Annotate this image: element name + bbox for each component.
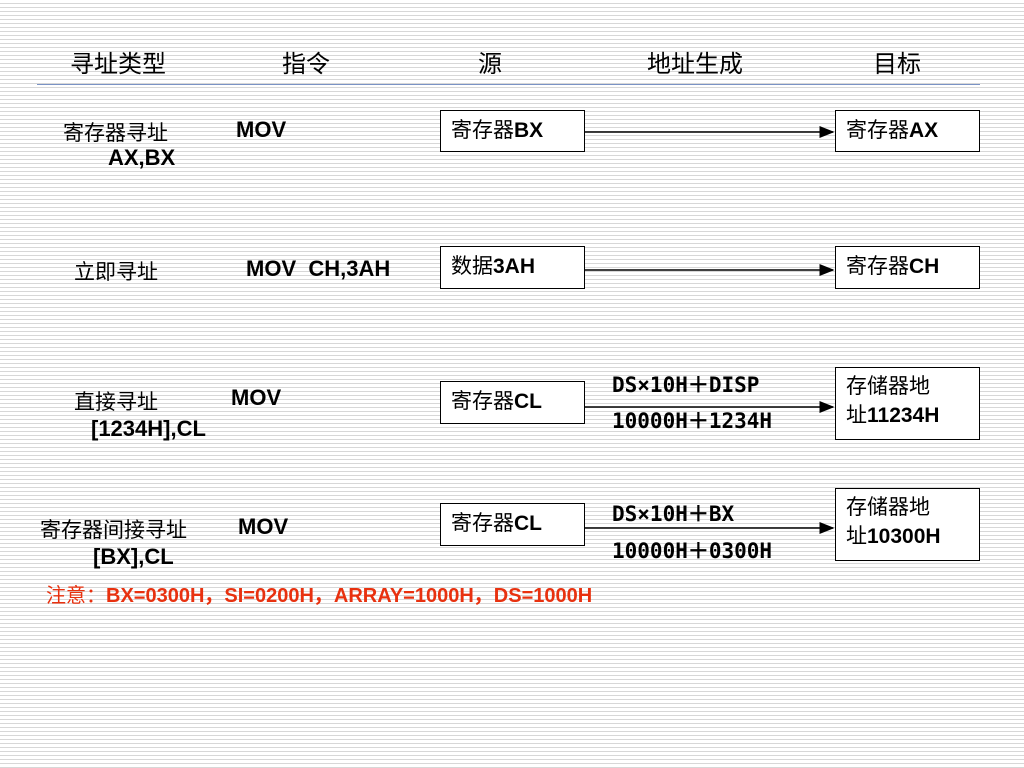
row3-addressing-type: 直接寻址 [74, 390, 158, 414]
row4-address-formula: DS×10H＋BX [612, 502, 735, 526]
header-instruction: 指令 [282, 50, 330, 78]
row2-source-cn: 数据 [451, 254, 493, 278]
row1-target-cn: 寄存器 [846, 118, 909, 142]
row2-source-box: 数据3AH [440, 246, 585, 289]
row2-target-cn: 寄存器 [846, 254, 909, 278]
row4-target-box: 存储器地址10300H [835, 488, 980, 561]
row3-instruction-line2: [1234H],CL [91, 416, 206, 441]
row4-target-line1: 存储器地 [846, 495, 930, 519]
row4-source-cn: 寄存器 [451, 511, 514, 535]
row4-addressing-type: 寄存器间接寻址 [40, 518, 187, 542]
row4-source-en: CL [514, 512, 542, 535]
row2-addressing-type: 立即寻址 [74, 260, 158, 284]
row3-source-cn: 寄存器 [451, 389, 514, 413]
row4-target-line2-en: 10300H [867, 525, 941, 548]
row3-address-calculation: 10000H＋1234H [612, 409, 773, 433]
note-text: BX=0300H，SI=0200H，ARRAY=1000H，DS=1000H [106, 585, 593, 607]
header-divider [37, 84, 980, 85]
row1-addressing-type: 寄存器寻址 [63, 121, 168, 145]
row2-target-box: 寄存器CH [835, 246, 980, 289]
header-address-generation: 地址生成 [647, 50, 743, 78]
row1-source-cn: 寄存器 [451, 118, 514, 142]
row3-source-en: CL [514, 390, 542, 413]
row4-address-calculation: 10000H＋0300H [612, 539, 773, 563]
row1-instruction-line2: AX,BX [108, 145, 176, 170]
row2-source-en: 3AH [493, 255, 536, 278]
row4-instruction-line2: [BX],CL [93, 544, 174, 569]
row2-target-en: CH [909, 255, 940, 278]
row1-source-box: 寄存器BX [440, 110, 585, 152]
row3-target-line1: 存储器地 [846, 374, 930, 398]
header-addressing-type: 寻址类型 [70, 50, 166, 78]
row2-instruction-line1: MOV CH,3AH [246, 256, 391, 281]
note-prefix: 注意： [46, 583, 106, 607]
row1-target-box: 寄存器AX [835, 110, 980, 152]
register-values-note: 注意：BX=0300H，SI=0200H，ARRAY=1000H，DS=1000… [46, 579, 592, 608]
header-target: 目标 [873, 50, 921, 78]
row1-instruction-line1: MOV [236, 117, 287, 142]
row4-instruction-line1: MOV [238, 514, 289, 539]
row3-target-box: 存储器地址11234H [835, 367, 980, 440]
row4-target-line2-cn: 址 [846, 524, 867, 548]
row3-address-formula: DS×10H＋DISP [612, 373, 760, 397]
row3-instruction-line1: MOV [231, 385, 282, 410]
row3-target-line2-cn: 址 [846, 403, 867, 427]
row1-target-en: AX [909, 119, 939, 142]
row3-target-line2-en: 11234H [867, 404, 940, 427]
row4-source-box: 寄存器CL [440, 503, 585, 546]
row3-source-box: 寄存器CL [440, 381, 585, 424]
row1-source-en: BX [514, 119, 544, 142]
header-source: 源 [478, 50, 502, 78]
